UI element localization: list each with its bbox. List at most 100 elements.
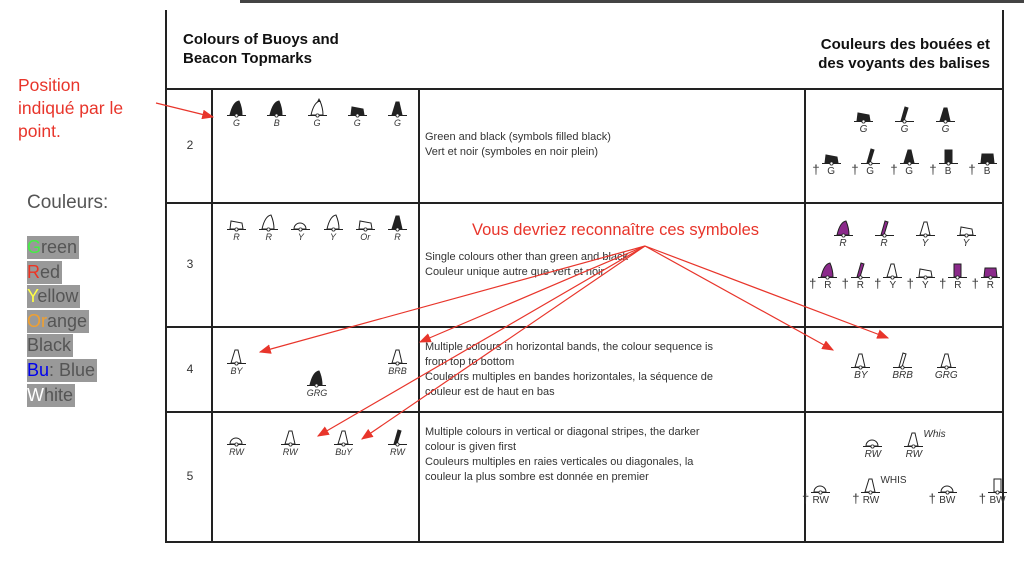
cross-icon: † [971, 276, 979, 291]
symbol-label: RW [905, 449, 923, 460]
legend-item: Orange [27, 309, 90, 333]
symbol-label: RW [864, 449, 882, 460]
description-line: couleur la plus sombre est donnée en pre… [425, 471, 649, 483]
symbol-label: G [827, 166, 835, 177]
symbol-label: R [954, 280, 962, 291]
chart-symbol-pillar-outline: †Y [874, 260, 903, 291]
recognise-hint: Vous devriez reconnaître ces symboles [472, 221, 760, 239]
row-description: Single colours other than green and blac… [425, 250, 628, 280]
chart-symbol-cone-purple: †R [809, 260, 838, 291]
description-line: Vert et noir (symboles en noir plein) [425, 146, 599, 158]
legend-item: Black [27, 334, 74, 358]
symbol-label: Y [297, 232, 304, 242]
divider [418, 90, 420, 543]
chart-symbol-pillar-filled: G [936, 104, 955, 135]
legend-rest: ellow [37, 286, 79, 307]
symbol-label: BY [230, 366, 243, 376]
symbol-label: Y [330, 232, 337, 242]
symbol-label: RW [229, 447, 244, 457]
description-line: Multiple colours in vertical or diagonal… [425, 426, 700, 438]
symbol-label: RW [390, 447, 405, 457]
symbol-label: Y [922, 280, 929, 291]
legend-rest: hite [44, 384, 74, 405]
symbol-label: R [824, 280, 832, 291]
cross-icon: † [929, 162, 937, 177]
row-number: 4 [186, 361, 194, 376]
symbol-label: G [900, 124, 909, 135]
buoy-symbol-sphere-outline: Y [291, 212, 311, 242]
buoy-symbol-pillar-outline: BuY [334, 427, 354, 457]
position-note: Position indiqué par le point. [18, 74, 123, 143]
symbol-label: Or [360, 232, 371, 242]
chart-symbol-pillar-filled: †G [890, 146, 919, 177]
chart-symbol-tower-purple: †R [939, 260, 968, 291]
legend-code: Y [27, 286, 38, 307]
cross-icon: † [978, 491, 987, 506]
header-line: Beacon Topmarks [183, 50, 312, 67]
legend-item: Yellow [27, 285, 81, 309]
buoy-symbol-cone-filled: B [267, 98, 287, 128]
buoy-symbol-cone-topmark: G [307, 98, 327, 128]
cross-icon: † [851, 162, 859, 177]
whistle-label: Whis [923, 429, 946, 440]
cross-icon: † [874, 276, 882, 291]
legend-code: R [27, 261, 40, 282]
symbol-label: BRB [388, 366, 407, 376]
cross-icon: † [809, 276, 817, 291]
cross-icon: † [852, 491, 860, 506]
buoy-symbol-pillar-outline: RW [280, 427, 300, 457]
buoy-symbol-spar-filled: RW [387, 427, 407, 457]
symbol-label: BRB [892, 370, 913, 381]
description-line: colour is given first [425, 441, 517, 453]
header-line: Colours of Buoys and [183, 31, 339, 48]
description-line: Multiple colours in horizontal bands, th… [425, 341, 713, 353]
symbol-label: R [233, 232, 240, 242]
legend-code: Or [27, 310, 47, 331]
chart-symbol-group: †R†R†Y†Y†R†R [807, 260, 1002, 291]
buoy-symbol-pillar-outline: BY [227, 346, 246, 376]
chart-symbol-spar-filled: †G [851, 146, 880, 177]
symbol-label: G [859, 124, 868, 135]
description-line: Couleurs multiples en bandes horizontale… [425, 371, 714, 383]
chart-symbol-can-outline: Y [956, 218, 976, 249]
note-line: indiqué par le [18, 98, 124, 118]
symbol-label: BW [939, 495, 956, 506]
cross-icon: † [968, 162, 976, 177]
cross-icon: † [801, 491, 810, 506]
symbol-label: Y [921, 238, 929, 249]
symbol-label: BuY [335, 447, 353, 457]
symbol-label: B [273, 118, 280, 128]
buoy-symbol-can-outline: Or [355, 212, 375, 242]
chart-symbol-sphere-outline: †BW [929, 475, 957, 506]
symbol-label: R [880, 238, 888, 249]
row-number: 2 [186, 138, 194, 152]
description-line: from top to bottom [425, 356, 515, 368]
legend-code: W [27, 384, 44, 405]
chart-symbol-sphere-outline: RW [863, 429, 883, 460]
symbol-label: G [866, 166, 874, 177]
symbol-label: G [313, 118, 321, 128]
legend-code: B [27, 335, 40, 356]
symbol-label: Y [962, 238, 970, 249]
symbol-label: R [986, 280, 994, 291]
symbol-label: B [944, 166, 952, 177]
buoy-symbol-cone-outline: R [259, 212, 279, 242]
divider [167, 411, 1002, 413]
divider [167, 88, 1002, 90]
cross-icon: † [890, 162, 898, 177]
header-line: Couleurs des bouées et [820, 36, 990, 53]
chart-symbol-can-filled: G [854, 104, 873, 135]
row-number: 3 [186, 257, 194, 271]
buoy-symbol-pillar-filled: G [388, 98, 407, 128]
cross-icon: † [928, 491, 936, 506]
chart-symbol-pillar-outline: BY [851, 350, 871, 381]
symbol-label: RW [282, 447, 298, 457]
symbol-label: G [232, 118, 240, 128]
